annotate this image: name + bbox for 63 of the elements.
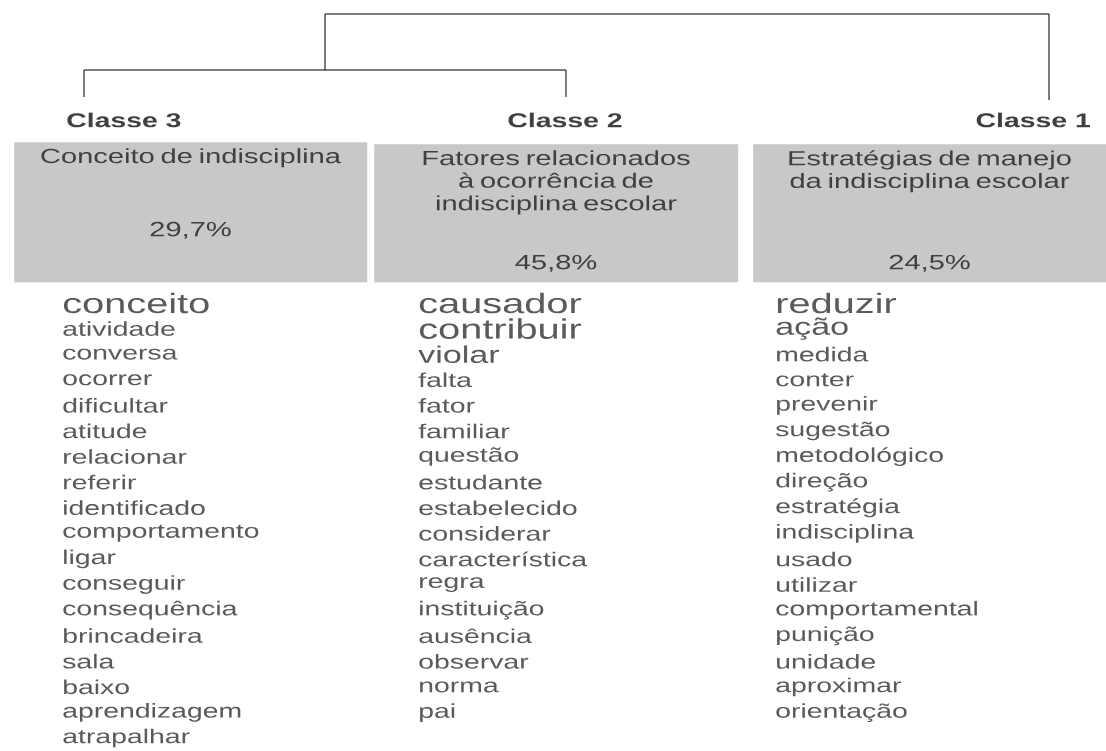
keyword: atividade [63, 321, 175, 336]
keyword: observar [419, 654, 529, 669]
keyword: estudante [419, 474, 542, 490]
keyword: norma [420, 681, 499, 693]
keyword: identificado [64, 500, 205, 516]
keyword: atitude [63, 423, 147, 439]
keyword: violar [418, 345, 500, 363]
keyword: ocorrer [63, 374, 152, 386]
keyword: contribuir [419, 318, 582, 339]
class-heading: Classe 3 [67, 112, 181, 128]
keyword: utilizar [777, 577, 857, 592]
keyword: conceito [63, 292, 209, 314]
keyword: punição [777, 626, 874, 646]
keyword: usado [777, 551, 852, 567]
keyword: falta [418, 372, 472, 388]
keyword: dificultar [63, 398, 168, 413]
keyword: indisciplina [777, 524, 915, 543]
keyword: regra [420, 577, 485, 593]
keyword: sala [63, 653, 115, 669]
keyword: estabelecido [419, 500, 577, 516]
keyword: brincadeira [64, 628, 203, 643]
keyword: conversa [63, 348, 178, 360]
keyword: ligar [64, 549, 116, 569]
keyword: referir [64, 474, 136, 490]
keyword: consequência [63, 600, 238, 620]
keyword: conseguir [63, 575, 185, 594]
keyword: ação [776, 317, 848, 340]
keyword: fator [418, 398, 475, 413]
keyword: direção [776, 472, 868, 492]
keyword: medida [777, 346, 869, 362]
keyword: unidade [777, 654, 875, 669]
node-label: Conceito de indisciplina [41, 148, 341, 168]
keyword: orientação [776, 703, 907, 722]
class-heading: Classe 2 [508, 112, 622, 128]
keyword: característica [419, 551, 588, 567]
node-label: 24,5% [889, 254, 970, 272]
category-box: Conceito de indisciplina 29,7% [14, 142, 368, 283]
category-box: Estratégias de manejo da indisciplina escolar 24,5% [753, 144, 1106, 283]
keyword: baixo [64, 679, 129, 695]
keyword: metodológico [777, 447, 943, 467]
class-heading: Classe 1 [976, 112, 1090, 128]
keyword: reduzir [777, 292, 897, 314]
keyword: familiar [418, 423, 510, 439]
keyword: comportamental [776, 600, 977, 620]
keyword: estratégia [776, 498, 900, 518]
node-label: Estratégias de manejo da indisciplina escolar [789, 150, 1071, 193]
category-box: Fatores relacionados à ocorrência de indisciplina escolar 45,8% [374, 144, 739, 283]
keyword: ausência [419, 628, 532, 644]
node-label: 29,7% [150, 221, 231, 239]
keyword: relacionar [64, 449, 187, 464]
keyword: atrapalhar [63, 728, 190, 748]
keyword: conter [776, 373, 854, 387]
keyword: aprendizagem [63, 703, 241, 722]
keyword: pai [420, 703, 455, 722]
keyword: aproximar [776, 677, 901, 697]
keyword: considerar [419, 526, 551, 541]
keyword: sugestão [776, 421, 890, 441]
keyword: comportamento [63, 524, 259, 542]
keyword: questão [419, 447, 519, 466]
dendrogram-line [324, 13, 1050, 101]
keyword: instituição [420, 600, 544, 620]
keyword: prevenir [777, 396, 878, 415]
keyword: causador [419, 292, 582, 314]
